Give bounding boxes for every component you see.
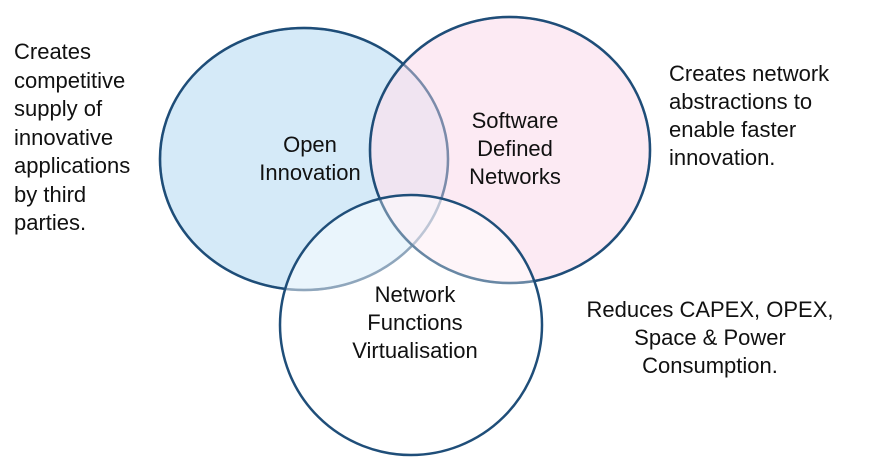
nfv-note: Reduces CAPEX, OPEX, Space & Power Consu… (586, 297, 834, 378)
sdn-label: Software Defined Networks (469, 108, 561, 189)
open-innovation-label: Open Innovation (259, 132, 361, 185)
nfv-label: Network Functions Virtualisation (352, 282, 478, 363)
overlap-edges (368, 15, 652, 285)
nfv-circle (278, 193, 544, 457)
open-innovation-note: Creates competitive supply of innovative… (14, 39, 131, 235)
sdn-note: Creates network abstractions to enable f… (669, 61, 830, 170)
